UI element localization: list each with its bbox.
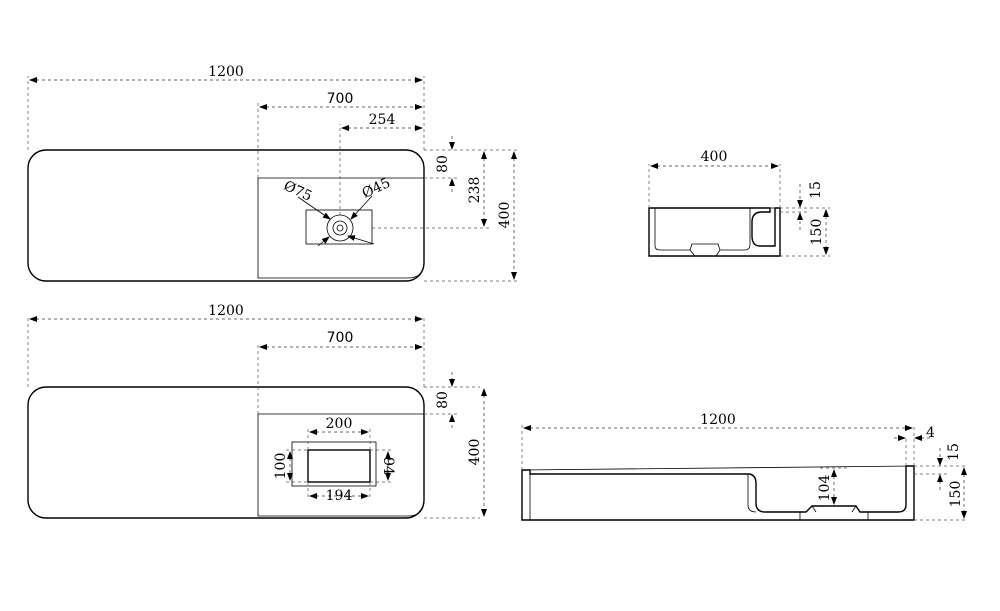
top-view-basin	[257, 177, 425, 279]
bottom-view: 1200 700 200 194 100 94 80 400	[27, 303, 487, 519]
bottom-cutout-left-label: 100	[273, 453, 289, 480]
bottom-cutout-bottom-label: 194	[326, 488, 353, 504]
bottom-overall-width-label: 400	[467, 439, 483, 466]
bottom-rim-width-label: 80	[435, 391, 451, 409]
top-view-drain-core	[336, 224, 344, 232]
bottom-cutout-right-label: 94	[380, 457, 396, 475]
side-view-outline	[648, 207, 781, 257]
front-overall-length-label: 1200	[700, 412, 736, 428]
bottom-cutout-top-label: 200	[326, 416, 353, 432]
top-view: 1200 700 254 80 238 400 Ø75 Ø45	[27, 64, 520, 282]
front-view: 1200 4 15 150 104	[521, 412, 967, 521]
top-overflow-diameter-label: Ø75	[281, 178, 314, 205]
front-depth-label: 104	[817, 475, 833, 502]
top-overall-length-label: 1200	[208, 64, 244, 80]
bottom-view-basin	[257, 413, 425, 517]
bottom-overall-length-label: 1200	[208, 303, 244, 319]
side-height-label: 150	[809, 219, 825, 246]
top-overall-width-label: 400	[497, 202, 513, 229]
top-view-drain-outer	[326, 214, 354, 242]
bottom-basin-length-label: 700	[327, 330, 354, 346]
bottom-view-outline	[27, 386, 425, 519]
front-height-label: 150	[948, 481, 964, 508]
bottom-view-cutout	[307, 449, 371, 483]
top-view-drain-inner	[332, 220, 348, 236]
side-rim-label: 15	[808, 181, 824, 199]
top-rim-width-label: 80	[435, 155, 451, 173]
front-edge-label: 4	[926, 425, 935, 441]
top-basin-length-label: 700	[327, 91, 354, 107]
top-drain-offset-label: 254	[369, 112, 396, 128]
side-view: 400 15 150	[648, 149, 830, 257]
top-view-outline	[27, 149, 425, 282]
side-width-label: 400	[701, 149, 728, 165]
top-view-drain-slot	[305, 209, 373, 245]
top-drain-depth-label: 238	[467, 177, 483, 204]
front-rim-label: 15	[946, 443, 962, 461]
top-drain-diameter-label: Ø45	[360, 175, 393, 202]
front-view-outline	[521, 465, 915, 521]
